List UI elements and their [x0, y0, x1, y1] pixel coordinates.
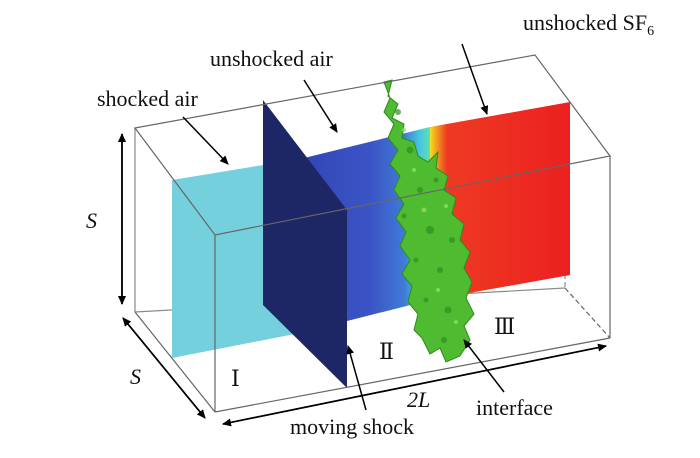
label-unshocked-air: unshocked air: [210, 46, 333, 71]
label-dim-2l: 2L: [407, 387, 431, 412]
label-region-1: Ⅰ: [231, 366, 240, 391]
label-unshocked-sf6: unshocked SF6: [523, 10, 654, 39]
moving-shock-plane: [263, 100, 347, 388]
label-region-2: Ⅱ: [379, 339, 394, 364]
pointer-arrows: [182, 43, 505, 411]
label-region-3: Ⅲ: [494, 314, 516, 339]
label-dim-s-depth: S: [130, 364, 141, 389]
box-dashed-edge: [564, 287, 611, 339]
dimension-lines: [118, 133, 607, 427]
box-front-edges: [133, 54, 612, 413]
label-shocked-air: shocked air: [97, 86, 198, 111]
label-interface: interface: [476, 395, 553, 420]
label-moving-shock: moving shock: [290, 414, 415, 439]
interface-highlights: [402, 128, 458, 324]
label-unshocked-sf6-sub: 6: [647, 24, 655, 39]
interface-texture: [395, 109, 455, 343]
label-dim-s-vertical: S: [86, 208, 97, 233]
label-unshocked-sf6-main: unshocked SF: [523, 10, 648, 35]
